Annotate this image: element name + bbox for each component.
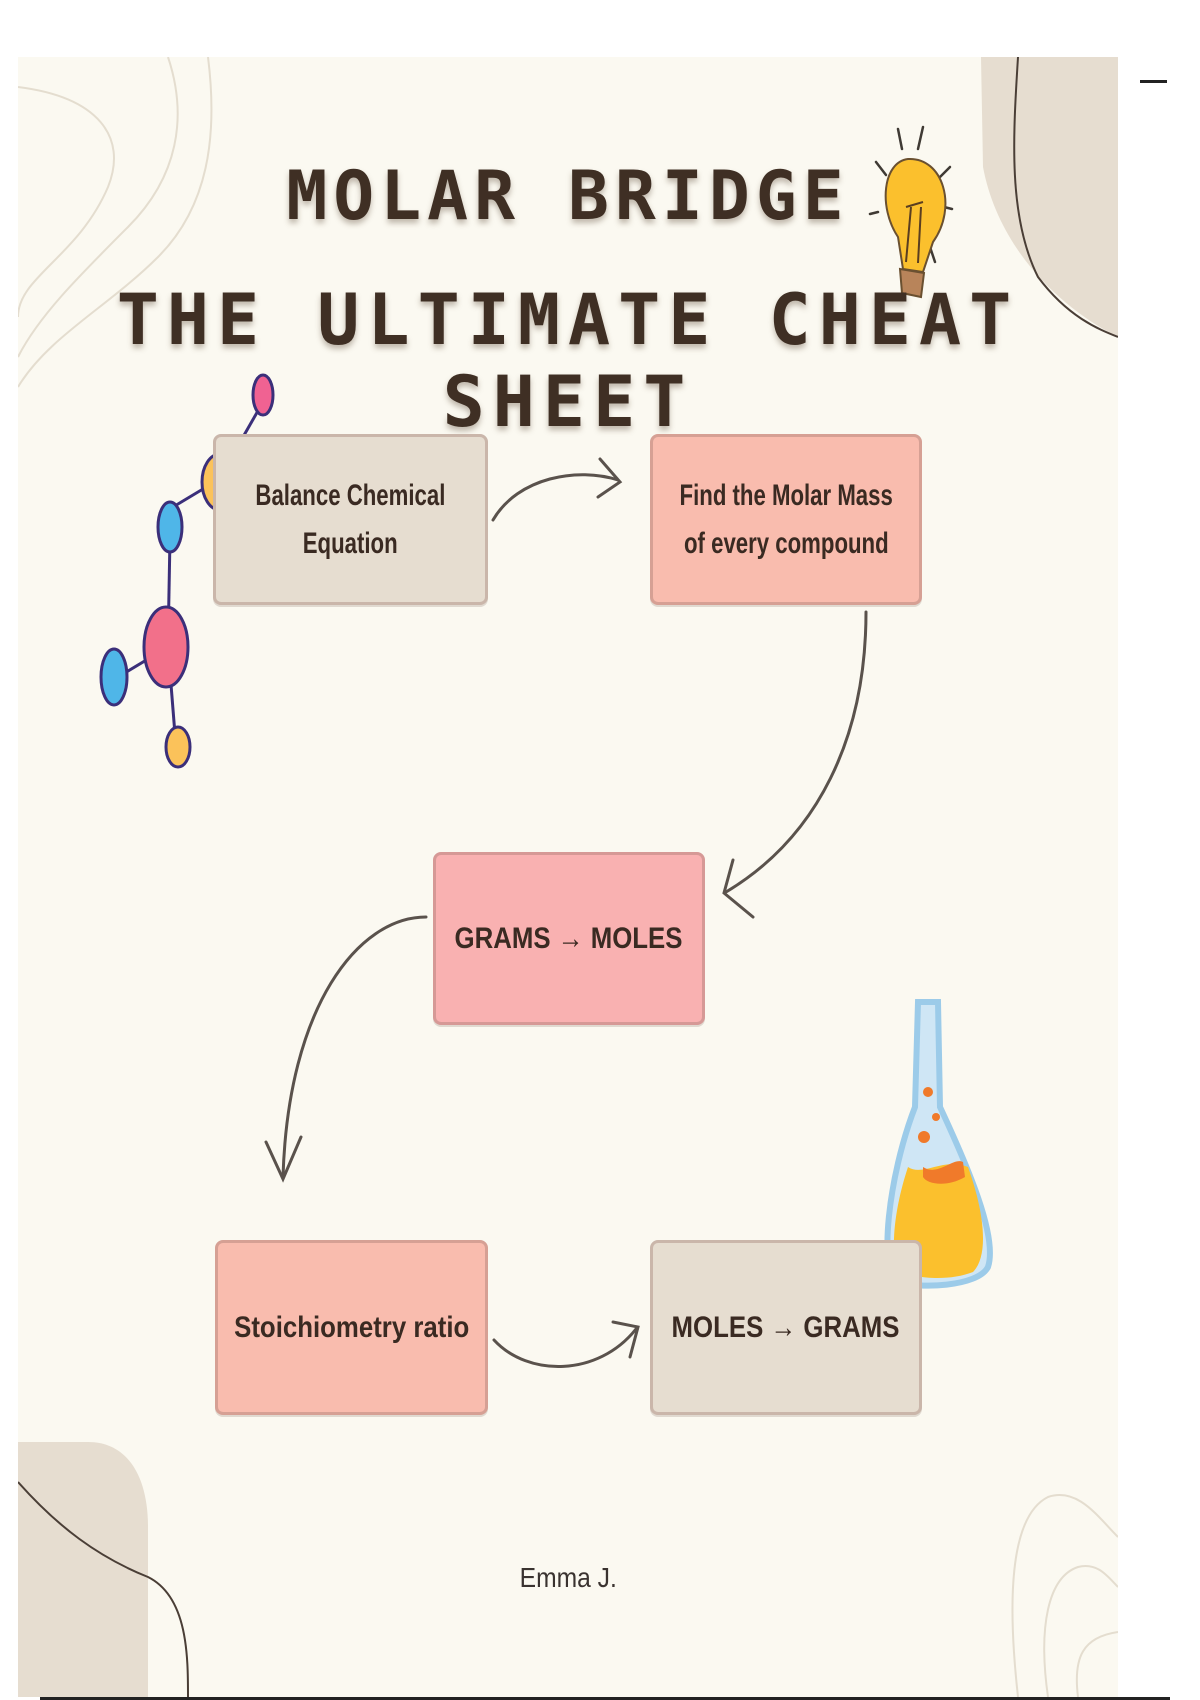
decorations: [18, 57, 1118, 1697]
author-name: Emma J.: [519, 1562, 617, 1593]
step-stoichiometry-ratio: Stoichiometry ratio: [215, 1240, 488, 1415]
step-label: MOLES → GRAMS: [672, 1310, 900, 1344]
cheat-sheet-page: MOLAR BRIDGE THE ULTIMATE CHEAT SHEET Ba…: [18, 57, 1118, 1697]
step-moles-to-grams: MOLES → GRAMS: [650, 1240, 922, 1415]
title-line-2: THE ULTIMATE CHEAT SHEET: [116, 279, 1020, 443]
contour-lines-bottom-right: [1011, 1494, 1118, 1697]
step-label-line: Balance Chemical: [255, 478, 446, 512]
corner-blob-bottom-left: [18, 1442, 148, 1697]
step-label: GRAMS → MOLES: [455, 921, 683, 955]
step-grams-to-moles: GRAMS → MOLES: [433, 852, 705, 1025]
step-label-line: Find the Molar Mass: [679, 478, 893, 512]
author: Emma J.: [18, 1562, 1118, 1594]
contour-lines-top-left: [18, 57, 213, 388]
bottom-divider: [40, 1697, 1170, 1700]
title-line-1: MOLAR BRIDGE: [286, 157, 850, 236]
corner-line-top-right: [1013, 57, 1118, 338]
light-bulb-icon: [868, 125, 954, 299]
minimize-dash: [1140, 80, 1167, 83]
arrow-icon: [264, 457, 868, 1368]
step-label: Stoichiometry ratio: [233, 1310, 470, 1344]
step-label-line: of every compound: [683, 526, 889, 560]
step-molar-mass: Find the Molar Mass of every compound: [650, 434, 922, 605]
corner-line-bottom-left: [18, 1481, 189, 1697]
step-label-line: Equation: [303, 526, 398, 560]
